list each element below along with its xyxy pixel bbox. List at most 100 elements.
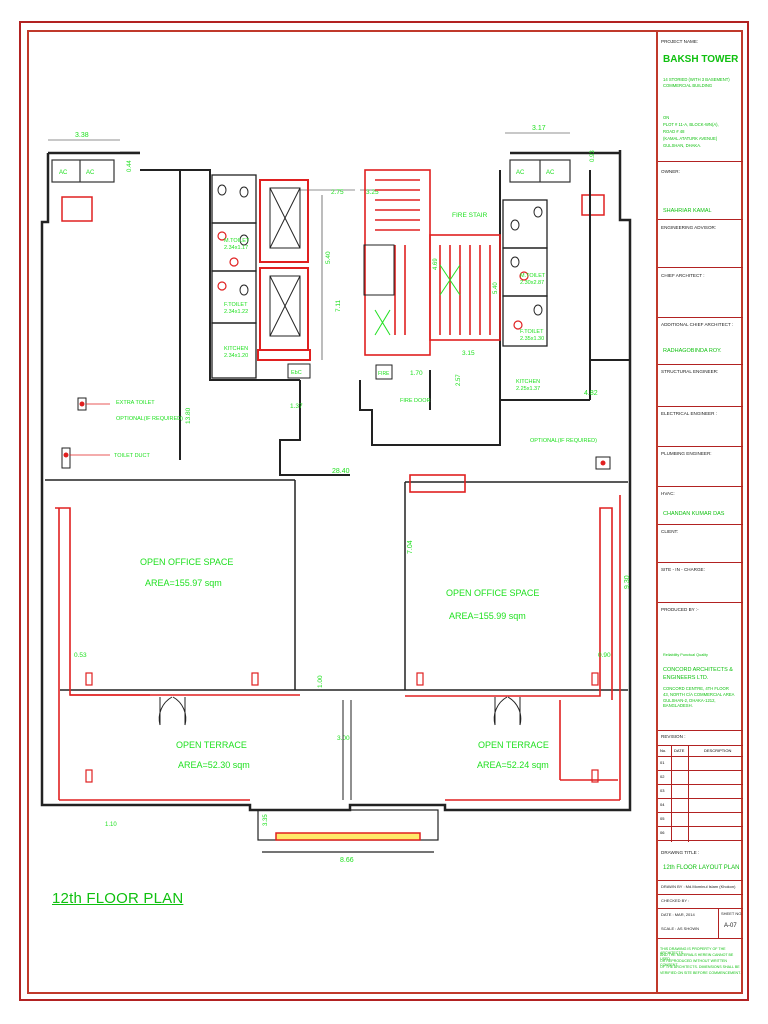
tb-addr-1: PLOT # 11-A, BLOCK-WN(A), — [663, 122, 719, 127]
right-duct-marker — [600, 460, 606, 466]
tb-owner-value: SHAHRIAR KAMAL — [663, 208, 712, 214]
kitchen-left: KITCHEN — [224, 346, 248, 352]
tb-structural-label: STRUCTURAL ENGINEER: — [661, 369, 719, 374]
tb-firm-addr-2: 43, NORTH C/A COMMERCIAL AREA — [663, 692, 735, 697]
m-toilet-right-dim: 2.30x2.87 — [520, 280, 544, 286]
rev-row-6: 06 — [660, 830, 665, 835]
rev-row-4: 04 — [660, 802, 665, 807]
terrace-left-area: AREA=52.30 sqm — [178, 760, 250, 770]
tb-add-chief: ADDITIONAL CHIEF ARCHITECT : RADHAGOBIND… — [658, 318, 743, 365]
tb-project-desc-2: COMMERCIAL BUILDING — [663, 83, 713, 88]
tb-drawing-title-label: DRAWING TITLE : — [661, 850, 700, 855]
tb-date: DATE : MAR, 2014 — [661, 912, 695, 917]
dim-137: 1.37 — [290, 403, 303, 410]
right-duct-box — [595, 456, 611, 470]
dim-093: 0.93 — [590, 150, 596, 162]
extra-toilet-label-2: OPTIONAL(IF REQUIRED) — [116, 416, 183, 422]
stair-well — [363, 244, 395, 296]
tb-checked-by-value: CHECKED BY : — [661, 898, 690, 903]
tb-firm-tagline: Reliability Punctual Quality — [663, 653, 708, 657]
dim-469: 4.69 — [433, 258, 439, 270]
tb-addr-4: GULSHAN, DHAKA. — [663, 143, 702, 148]
fire-box-label: FIRE — [378, 371, 390, 377]
kitchen-right: KITCHEN — [516, 379, 540, 385]
right-toilet-red — [513, 271, 529, 330]
dim-090: 0.90 — [598, 652, 611, 659]
dim-711: 7.11 — [335, 299, 342, 312]
tb-firm-addr-1: CONCORD CENTRE, 4TH FLOOR — [663, 686, 729, 691]
right-toilet-block — [502, 199, 548, 347]
rev-row-1: 01 — [660, 760, 665, 765]
tb-drawn-by-value: DRAWN BY : Md.Mominul Islam (Khokon) — [661, 884, 736, 889]
fire-box — [375, 364, 393, 380]
ebc-label: EbC — [291, 370, 302, 376]
ac-label-4: AC — [546, 170, 555, 176]
tb-revision-label: REVISION : — [661, 734, 686, 739]
tb-project-name: BAKSH TOWER — [663, 54, 739, 65]
f-toilet-left: F.TOILET — [224, 302, 248, 308]
ac-ledges — [51, 159, 571, 183]
right-toilet-fixtures — [510, 206, 543, 316]
canopy-glass — [275, 832, 421, 841]
m-toilet-left-dim: 2.34x1.17 — [224, 245, 248, 251]
lift-cars — [269, 187, 301, 337]
ebc-room — [287, 363, 311, 379]
tb-project-desc-1: 14 STORIED (WITH 3 BASEMENT) — [663, 77, 730, 82]
rev-col-no: No. — [660, 748, 667, 753]
dim-338: 3.38 — [75, 132, 89, 139]
tb-scale: SCALE : AS SHOWN — [661, 926, 700, 931]
terrace-doors — [158, 696, 522, 800]
dim-170: 1.70 — [410, 370, 423, 377]
sheet-border-inner — [27, 30, 743, 994]
tb-site: SITE - IN - CHARGE: — [658, 563, 743, 603]
rev-col-date: DATE — [674, 748, 685, 753]
tb-drawn-by: DRAWN BY : Md.Mominul Islam (Khokon) — [658, 881, 743, 895]
tb-addr-2: ROAD # 48 — [663, 129, 685, 134]
left-toilet-block — [211, 174, 257, 379]
ac-red — [61, 194, 605, 222]
dim-053: 0.53 — [74, 652, 87, 659]
tb-structural: STRUCTURAL ENGINEER: — [658, 365, 743, 407]
revision-table: No. DATE DESCRIPTION 01 02 03 04 05 06 — [658, 745, 743, 842]
dim-866: 8.66 — [340, 857, 354, 864]
plan-title: 12th FLOOR PLAN — [52, 890, 184, 907]
tb-chief-arch-label: CHIEF ARCHITECT : — [661, 273, 705, 278]
tb-note-3: OR REPRODUCED WITHOUT WRITTEN CONSENT — [660, 959, 728, 968]
tb-hvac-label: HVAC: — [661, 491, 675, 496]
tb-firm-name-2: ENGINEERS LTD. — [663, 675, 709, 681]
tb-chief-arch: CHIEF ARCHITECT : — [658, 268, 743, 318]
ac-label-2: AC — [86, 170, 95, 176]
tb-project: PROJECT NAME: BAKSH TOWER 14 STORIED (WI… — [658, 34, 743, 162]
dim-1380: 13.80 — [185, 407, 192, 424]
dim-540-stair: 5.40 — [493, 282, 499, 294]
m-toilet-left: M.TOILET — [224, 238, 250, 244]
tb-add-chief-value: RADHAGOBINDA ROY. — [663, 348, 722, 354]
rev-col-desc: DESCRIPTION — [704, 748, 732, 753]
toilet-duct-marker — [63, 452, 69, 458]
optional-right-label: OPTIONAL(IF REQUIRED) — [530, 438, 597, 444]
toilet-duct-box — [61, 447, 71, 469]
tb-add-chief-label: ADDITIONAL CHIEF ARCHITECT : — [661, 322, 734, 327]
rev-row-5: 05 — [660, 816, 665, 821]
dim-044: 0.44 — [127, 160, 133, 172]
left-toilet-red — [217, 231, 239, 291]
tb-hvac-value: CHANDAN KUMAR DAS — [663, 511, 725, 517]
office-walls — [45, 479, 628, 691]
tb-plumbing: PLUMBING ENGINEER: — [658, 447, 743, 487]
left-toilet-fixtures — [217, 184, 249, 296]
dim-325: 3.25 — [366, 189, 379, 196]
tb-plumbing-label: PLUMBING ENGINEER: — [661, 451, 712, 456]
fire-stair — [364, 169, 501, 356]
extra-toilet-marker — [79, 401, 85, 407]
extra-toilet-label-1: EXTRA TOILET — [116, 400, 155, 406]
f-toilet-left-dim: 2.34x1.22 — [224, 309, 248, 315]
tb-client-label: CLIENT: — [661, 529, 679, 534]
tb-owner-label: OWNER: — [661, 169, 680, 174]
tb-produced-label: PRODUCED BY :- — [661, 607, 699, 612]
office-right-name: OPEN OFFICE SPACE — [446, 588, 539, 598]
tb-eng-advisor-label: ENGINEERING ADVISOR: — [661, 225, 717, 230]
tb-drawing-title: DRAWING TITLE : 12th FLOOR LAYOUT PLAN — [658, 841, 743, 881]
tb-note-5: VERIFIED ON SITE BEFORE COMMENCEMENT. — [660, 971, 741, 975]
ac-label-1: AC — [59, 170, 68, 176]
